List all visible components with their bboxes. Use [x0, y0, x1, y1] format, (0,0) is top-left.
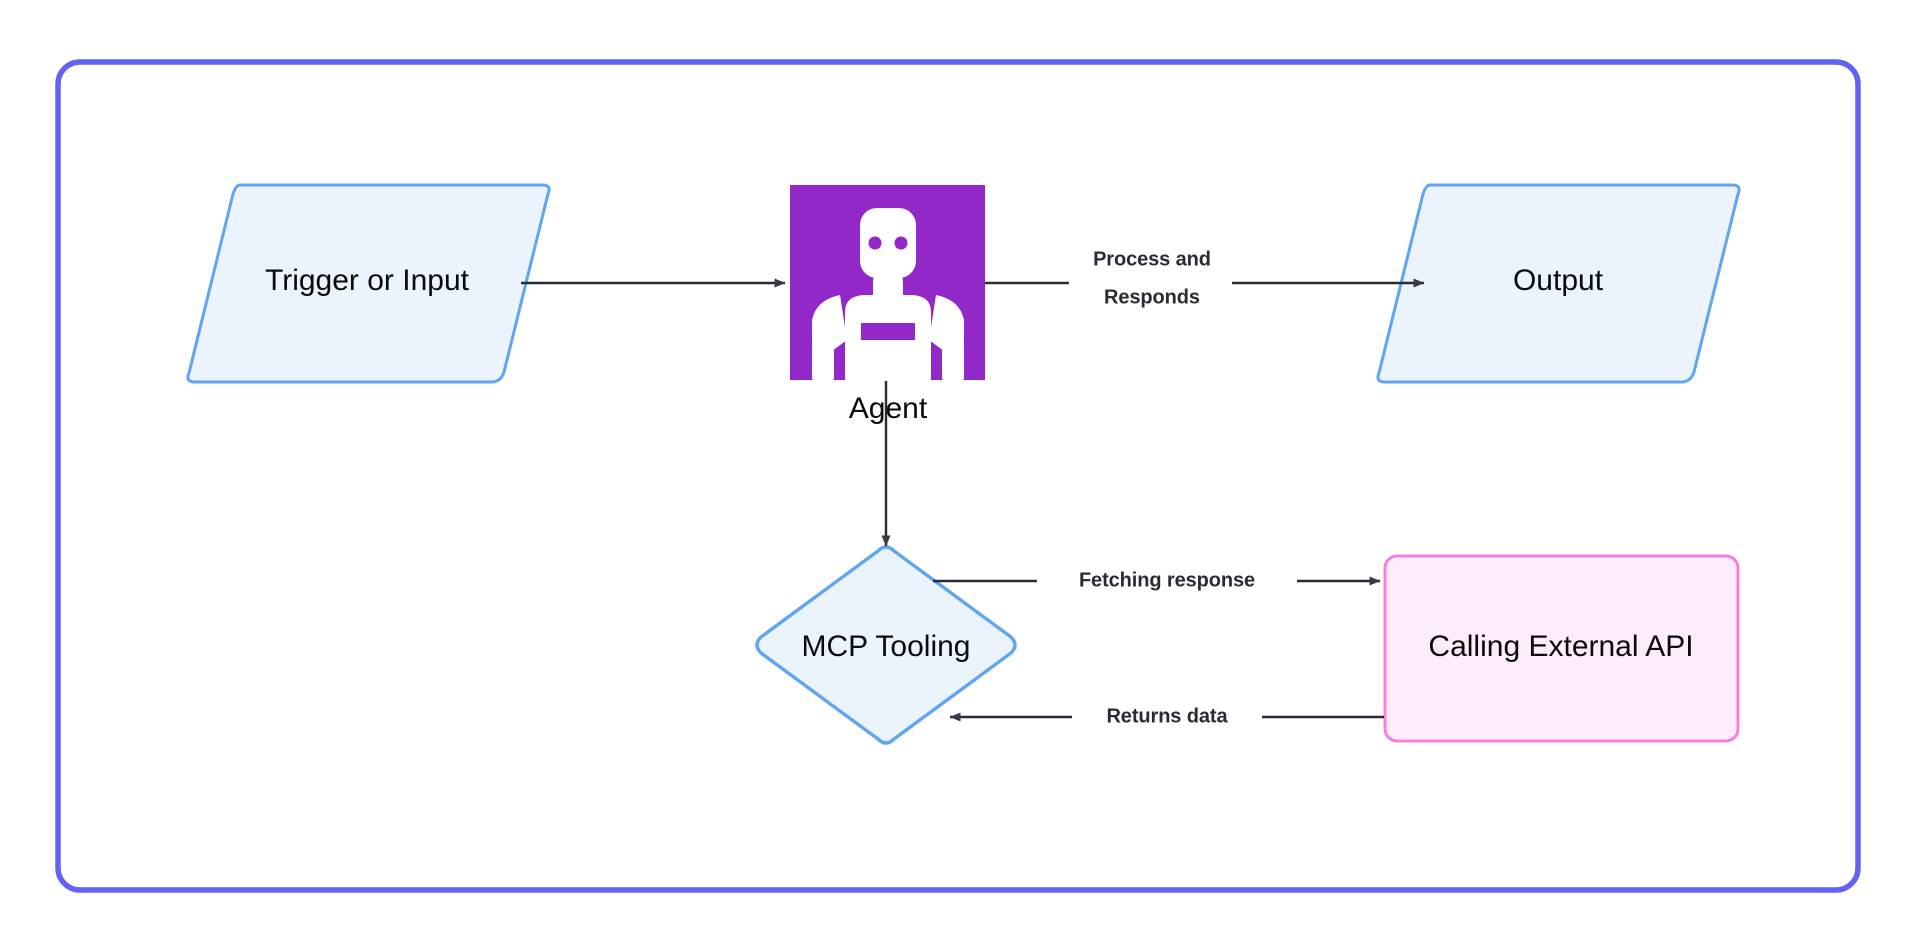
edge-label-responds: Responds	[1104, 286, 1200, 308]
output-label: Output	[1513, 264, 1604, 297]
output-shape	[1376, 183, 1741, 384]
edge-agent-to-output: Process and Responds	[985, 248, 1425, 308]
mcp-label: MCP Tooling	[802, 630, 971, 663]
api-shape	[1383, 554, 1740, 743]
node-trigger-or-input[interactable]: Trigger or Input	[186, 183, 551, 384]
node-agent[interactable]: Agent	[790, 185, 985, 425]
robot-agent-icon	[812, 208, 964, 380]
node-calling-external-api[interactable]: Calling External API	[1383, 554, 1740, 743]
node-output[interactable]: Output	[1376, 183, 1741, 384]
edge-label-fetching-response: Fetching response	[1079, 569, 1255, 591]
agent-caption: Agent	[849, 392, 928, 425]
edge-label-returns-data: Returns data	[1106, 705, 1228, 727]
node-mcp-tooling[interactable]: MCP Tooling	[755, 545, 1017, 745]
trigger-shape	[186, 183, 551, 384]
edge-label-process-and: Process and	[1093, 248, 1211, 270]
edge-mcp-to-api: Fetching response	[933, 569, 1381, 591]
trigger-label: Trigger or Input	[265, 264, 470, 297]
mcp-shape	[755, 545, 1017, 745]
api-label: Calling External API	[1428, 630, 1693, 663]
edge-api-to-mcp: Returns data	[949, 705, 1384, 727]
